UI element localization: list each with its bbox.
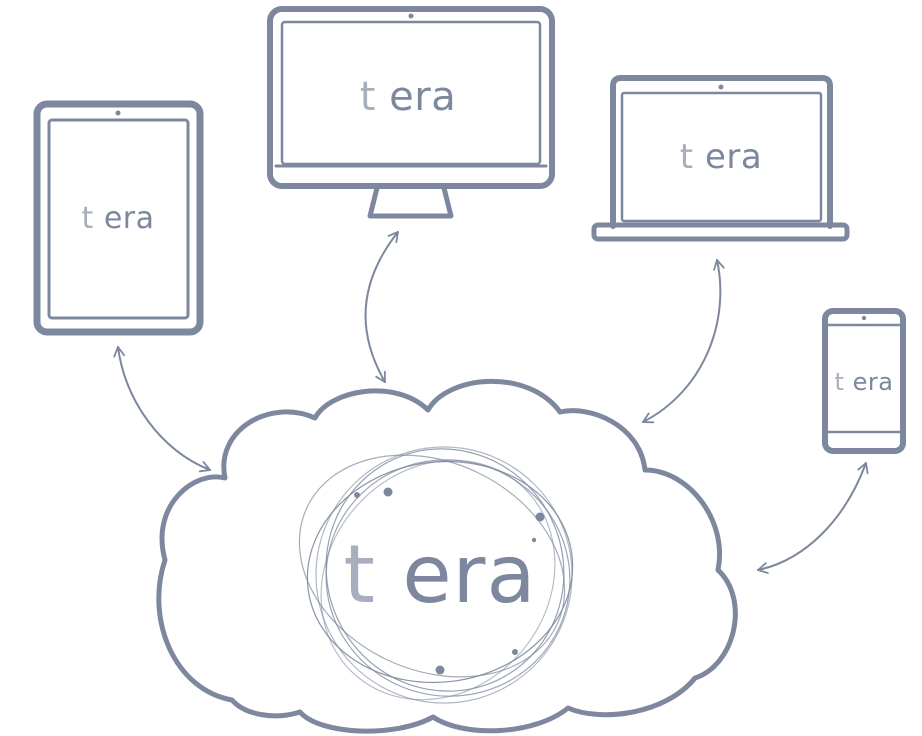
phone-logo: t era xyxy=(835,368,894,396)
logo-suffix: era xyxy=(389,74,456,120)
monitor-cloud-arrow xyxy=(364,231,399,383)
logo-suffix: era xyxy=(104,201,155,236)
logo-suffix: era xyxy=(705,137,762,177)
phone-cloud-arrow xyxy=(757,462,869,574)
laptop-logo: t era xyxy=(680,137,762,177)
tablet-camera xyxy=(115,110,121,116)
laptop-camera xyxy=(718,84,724,90)
connection-arrows xyxy=(113,231,869,574)
logo-suffix: era xyxy=(853,368,894,396)
cloud-orbit-rings xyxy=(298,446,574,704)
tablet-device: t era xyxy=(33,100,204,336)
orbit-dots xyxy=(354,487,545,675)
monitor-stand xyxy=(367,185,454,219)
phone-device: t era xyxy=(822,308,906,454)
logo-suffix: era xyxy=(402,528,536,621)
tablet-logo: t era xyxy=(82,201,155,236)
laptop-device: t era xyxy=(591,75,850,242)
monitor-device: t era xyxy=(267,6,555,219)
monitor-logo: t era xyxy=(360,74,456,120)
cloud-shape xyxy=(156,378,738,734)
phone-camera xyxy=(861,315,867,321)
laptop-cloud-arrow xyxy=(642,259,725,424)
laptop-base xyxy=(591,222,850,242)
cloud-logo: t era xyxy=(344,528,537,621)
tablet-cloud-arrow xyxy=(113,346,211,473)
monitor-camera xyxy=(408,13,414,19)
